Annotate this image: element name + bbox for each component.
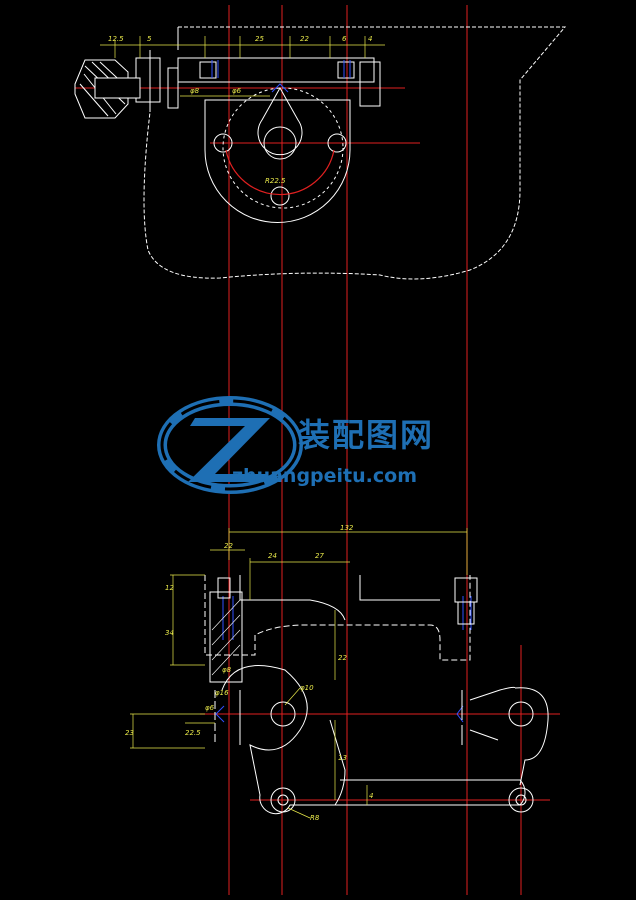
- watermark-logo-icon: [157, 396, 303, 494]
- dim-phi16: φ16: [215, 689, 229, 697]
- dim-5: 5: [147, 35, 152, 43]
- dim-24: 24: [268, 552, 277, 560]
- dim-phi6: φ6: [205, 704, 215, 712]
- front-view-dimension-lines: [130, 528, 468, 819]
- dim-6: 6: [342, 35, 347, 43]
- dim-22-mid: 22: [338, 654, 347, 662]
- dim-34: 34: [165, 629, 174, 637]
- dim-phi8: φ8: [190, 87, 200, 95]
- hidden-features: [211, 60, 472, 723]
- dim-12: 12: [165, 584, 174, 592]
- dim-phi8: φ8: [222, 666, 232, 674]
- top-view-body: [135, 26, 567, 280]
- top-view-dimension-texts: 12.5 5 25 22 6 4 φ8 φ6 R22.5: [108, 35, 372, 185]
- dim-phi10: φ10: [300, 684, 314, 692]
- dim-132: 132: [340, 524, 354, 532]
- top-view-dimension-lines: [100, 36, 385, 97]
- dim-23: 23: [125, 729, 134, 737]
- dim-13: 13: [338, 754, 347, 762]
- dim-phi6: φ6: [232, 87, 242, 95]
- dim-22: 22: [300, 35, 309, 43]
- front-view-body: [204, 575, 549, 815]
- dim-r8: R8: [310, 814, 320, 822]
- dim-22-5: 22.5: [185, 729, 201, 737]
- watermark-domain: zhuangpeitu.com: [232, 465, 417, 487]
- dim-25: 25: [255, 35, 264, 43]
- dim-12-5: 12.5: [108, 35, 124, 43]
- front-view-dimension-texts: 132 22 24 27 12 34 23 22 22.5 13 4 φ16 φ…: [125, 524, 373, 822]
- dim-4: 4: [368, 35, 372, 43]
- dim-r22-5: R22.5: [265, 177, 286, 185]
- dim-27: 27: [315, 552, 324, 560]
- pitch-circle: [225, 149, 335, 196]
- dim-22-top: 22: [224, 542, 233, 550]
- watermark-brand: 装配图网: [298, 416, 435, 454]
- top-view-bolt: [74, 59, 141, 119]
- dim-4: 4: [369, 792, 373, 800]
